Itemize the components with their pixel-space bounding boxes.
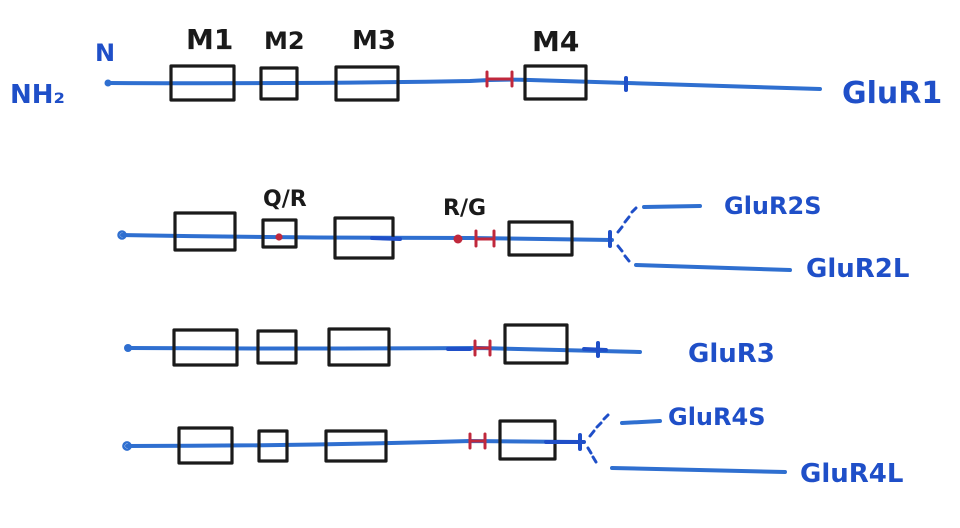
glur1-m1-box <box>169 64 236 102</box>
glur3-construct <box>124 323 642 367</box>
glur2-backbone <box>120 233 614 242</box>
glur2l-label: GluR2L <box>806 254 909 284</box>
glur1-n-terminus <box>104 79 112 87</box>
glur3-flip-flop-mark <box>473 339 492 357</box>
glur2-rg-site <box>453 234 463 244</box>
glur2s-label: GluR2S <box>724 192 821 220</box>
glur4-splice-dots-up <box>588 413 610 438</box>
nh2-label: NH₂ <box>10 80 65 110</box>
glur1-m3-box <box>334 65 400 102</box>
rg-label: R/G <box>443 196 486 221</box>
m2-label: M2 <box>264 27 305 55</box>
glur4-n-terminus <box>122 441 132 451</box>
glur4s-label: GluR4S <box>668 403 765 431</box>
glur3-label: GluR3 <box>688 339 775 369</box>
glur4-m2-box <box>257 429 289 463</box>
glur4l-label: GluR4L <box>800 459 903 489</box>
glur3-backbone <box>126 346 642 354</box>
m1-label: M1 <box>186 23 233 56</box>
glur2-n-terminus <box>117 230 127 240</box>
glur2-m1-box <box>173 211 237 252</box>
glur2-construct <box>117 204 792 272</box>
glur4-backbone <box>125 439 582 448</box>
m4-label: M4 <box>532 25 579 58</box>
n-terminus-label: N <box>95 39 115 67</box>
glur4-m1-box <box>177 426 234 465</box>
glur3-m1-box <box>172 328 239 367</box>
glur1-backbone <box>106 77 822 91</box>
glur1-label: GluR1 <box>842 76 942 111</box>
glur4-construct <box>122 413 787 474</box>
glur4-c-dark-segment <box>544 433 586 451</box>
glur1-m2-box <box>259 66 299 101</box>
glur3-n-terminus <box>124 344 132 352</box>
glur4s-tail <box>620 419 662 425</box>
glur1-flip-flop-mark <box>485 70 514 88</box>
glur4-flip-flop-mark <box>468 432 487 450</box>
glur2-m3-dark-segment <box>370 236 402 241</box>
glur3-m2-box <box>256 329 298 365</box>
glur2-m4-box <box>507 220 574 257</box>
glur3-m4-box <box>503 323 569 365</box>
glur2-splice-dots-down <box>616 244 631 263</box>
glur2-m2-box <box>261 218 298 249</box>
qr-label: Q/R <box>263 187 307 212</box>
glur1-construct <box>104 64 822 102</box>
glur3-c-segment <box>582 341 608 358</box>
m3-label: M3 <box>352 26 396 56</box>
glur2l-tail <box>634 263 792 272</box>
glur4-m3-box <box>324 429 388 463</box>
glur4-splice-dots-down <box>586 446 598 464</box>
glur2-splice-dots-up <box>616 206 638 234</box>
glur2-flip-flop-mark <box>474 229 496 248</box>
glur1-m4-box <box>523 64 588 101</box>
glur3-m3-box <box>327 327 391 367</box>
glur2s-tail <box>642 204 702 209</box>
glur4l-tail <box>610 466 787 474</box>
glur2-qr-site <box>275 233 283 241</box>
